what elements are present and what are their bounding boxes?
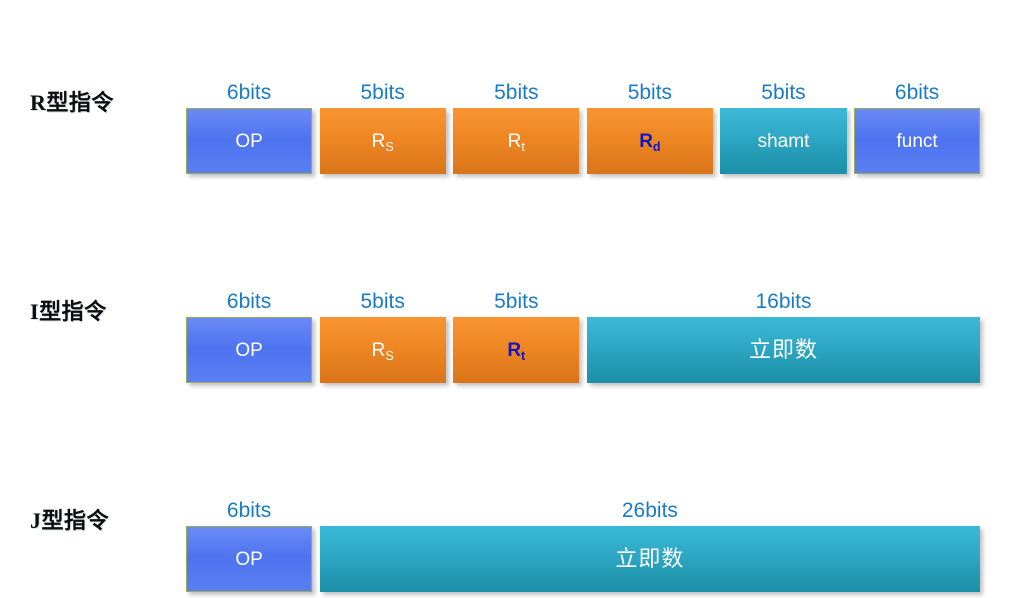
bits-label-i-type-immediate: 16bits <box>755 290 812 313</box>
field-j-type-immediate: 立即数 <box>319 526 981 592</box>
row-label-j-type: J型指令 <box>30 506 180 536</box>
row-label-letter: R <box>30 90 47 115</box>
field-i-type-immediate: 立即数 <box>586 317 981 383</box>
row-label-i-type: I型指令 <box>30 297 180 327</box>
field-label-op: OP <box>235 548 263 570</box>
bits-label-r-type-funct: 6bits <box>894 81 940 104</box>
field-label-rd: Rd <box>639 130 661 154</box>
bits-label-r-type-shamt: 5bits <box>761 81 806 104</box>
row-label-r-type: R型指令 <box>30 88 180 118</box>
field-label-subscript: d <box>652 139 661 154</box>
field-r-type-funct: funct <box>854 108 981 174</box>
field-label-rt: Rt <box>507 339 526 363</box>
field-r-type-rs: RS <box>319 108 446 174</box>
bits-label-r-type-rt: 5bits <box>494 81 539 104</box>
field-i-type-rt: Rt <box>453 317 580 383</box>
field-r-type-rd: Rd <box>586 108 713 174</box>
bits-label-r-type-op: 6bits <box>226 81 272 104</box>
field-i-type-op: OP <box>186 317 313 383</box>
bits-label-i-type-rs: 5bits <box>360 290 405 313</box>
field-label-immediate: 立即数 <box>615 546 685 571</box>
bits-label-r-type-rs: 5bits <box>360 81 405 104</box>
bits-label-i-type-op: 6bits <box>226 290 272 313</box>
field-label-op: OP <box>235 130 263 152</box>
bits-label-i-type-rt: 5bits <box>494 290 539 313</box>
field-label-funct: funct <box>896 130 938 152</box>
field-i-type-rs: RS <box>319 317 446 383</box>
bits-label-j-type-op: 6bits <box>226 499 272 522</box>
bits-label-r-type-rd: 5bits <box>627 81 673 104</box>
field-label-subscript: S <box>385 139 394 154</box>
field-label-rs: RS <box>371 339 394 363</box>
field-r-type-op: OP <box>186 108 313 174</box>
field-label-op: OP <box>235 339 263 361</box>
field-label-shamt: shamt <box>757 130 810 152</box>
field-label-immediate: 立即数 <box>748 337 818 362</box>
row-label-letter: I <box>30 299 40 324</box>
field-r-type-rt: Rt <box>453 108 580 174</box>
field-label-rs: RS <box>371 130 394 154</box>
bits-label-j-type-immediate: 26bits <box>621 499 678 522</box>
field-label-rt: Rt <box>507 130 525 154</box>
row-label-letter: J <box>30 508 42 533</box>
field-label-subscript: t <box>521 348 526 363</box>
field-label-subscript: t <box>521 139 525 154</box>
field-j-type-op: OP <box>186 526 313 592</box>
row-label-suffix: 型指令 <box>41 508 110 533</box>
row-label-suffix: 型指令 <box>46 90 114 115</box>
field-label-subscript: S <box>385 348 394 363</box>
field-r-type-shamt: shamt <box>720 108 847 174</box>
row-label-suffix: 型指令 <box>39 299 107 324</box>
